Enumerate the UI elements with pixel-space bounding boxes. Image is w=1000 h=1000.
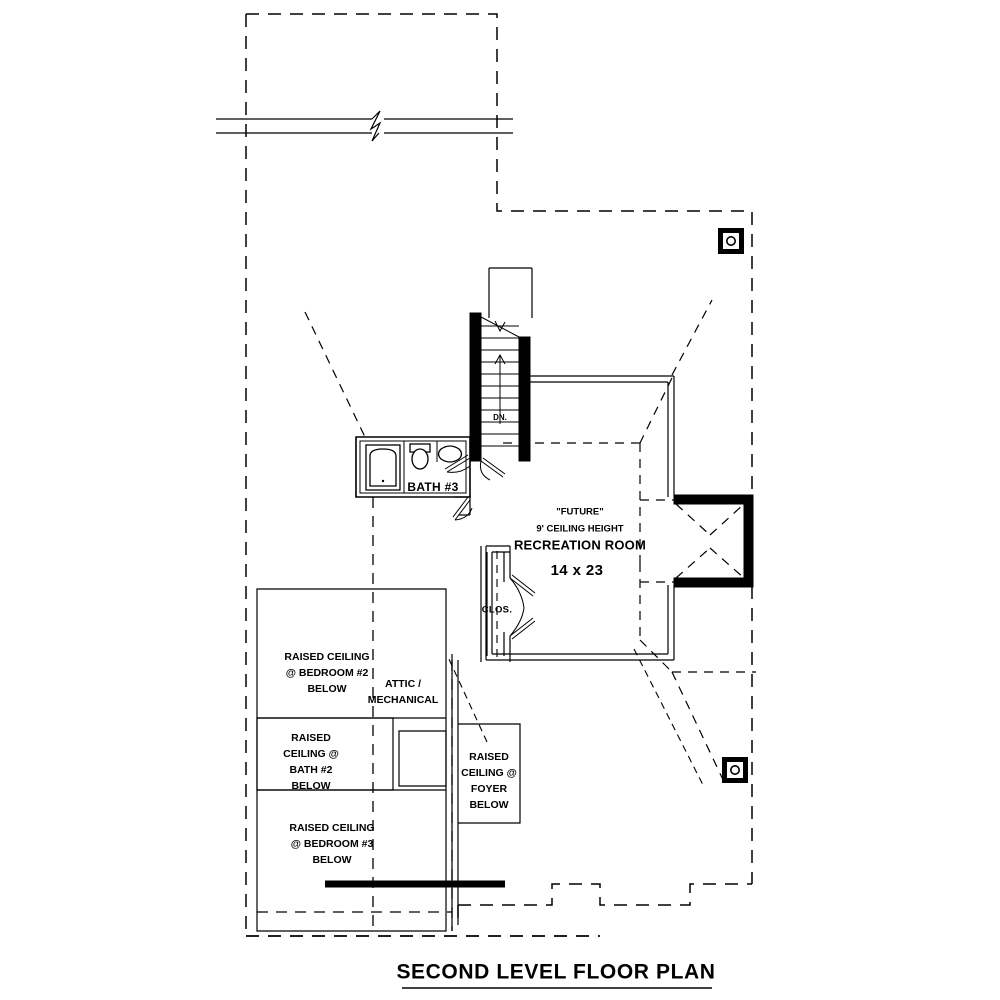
note-line: RAISED CEILING	[289, 822, 374, 834]
note-line: BELOW	[307, 683, 346, 695]
note-line: BATH #2	[290, 764, 333, 776]
drawing-title-block: SECOND LEVEL FLOOR PLAN	[396, 961, 715, 989]
raised-ceiling-foyer-note: RAISED CEILING @ FOYER BELOW	[461, 751, 517, 811]
note-line: RAISED CEILING	[284, 651, 369, 663]
column-marker-top	[718, 228, 744, 254]
roof-hip-lines	[304, 299, 756, 787]
foyer-leader-secondary	[633, 648, 704, 786]
staircase: DN.	[469, 267, 533, 462]
note-line: BELOW	[469, 799, 508, 811]
note-line: MECHANICAL	[368, 694, 439, 706]
foyer-below-box	[447, 656, 521, 824]
note-line: CEILING @	[283, 748, 339, 760]
closet-label: CLOS.	[482, 605, 513, 616]
ceiling-height-note: 9' CEILING HEIGHT	[536, 524, 623, 535]
raised-ceiling-bedroom2-note: RAISED CEILING @ BEDROOM #2 BELOW	[284, 651, 369, 695]
note-line: BELOW	[312, 854, 351, 866]
raised-ceiling-bedroom3-note: RAISED CEILING @ BEDROOM #3 BELOW	[289, 822, 374, 866]
note-line: FOYER	[471, 783, 508, 795]
closet: CLOS.	[480, 546, 536, 662]
note-line: BELOW	[291, 780, 330, 792]
break-line-symbol	[216, 110, 513, 142]
stair-direction-label: DN.	[493, 413, 507, 422]
bay-window-projection	[673, 494, 754, 588]
attic-area-boxes	[256, 497, 459, 932]
page-title: SECOND LEVEL FLOOR PLAN	[396, 961, 715, 984]
recreation-room-walls	[455, 375, 675, 661]
recreation-room-labels: "FUTURE" 9' CEILING HEIGHT RECREATION RO…	[514, 507, 646, 579]
building-outline-dashed	[245, 13, 753, 937]
bath-3-label: BATH #3	[407, 480, 458, 494]
raised-ceiling-bath2-note: RAISED CEILING @ BATH #2 BELOW	[283, 732, 339, 792]
recreation-room-name: RECREATION ROOM	[514, 537, 646, 552]
attic-mechanical-note: ATTIC / MECHANICAL	[368, 678, 439, 706]
future-note: "FUTURE"	[556, 507, 604, 518]
stair-door	[479, 457, 506, 481]
bath-3-room: BATH #3	[355, 436, 473, 521]
note-line: ATTIC /	[385, 678, 421, 690]
note-line: @ BEDROOM #3	[291, 838, 374, 850]
note-line: RAISED	[291, 732, 331, 744]
lower-footprint-dashed	[246, 883, 752, 937]
recreation-room-dimensions: 14 x 23	[551, 562, 604, 579]
note-line: RAISED	[469, 751, 509, 763]
note-line: CEILING @	[461, 767, 517, 779]
note-line: @ BEDROOM #2	[286, 667, 369, 679]
column-marker-bottom	[722, 757, 748, 783]
